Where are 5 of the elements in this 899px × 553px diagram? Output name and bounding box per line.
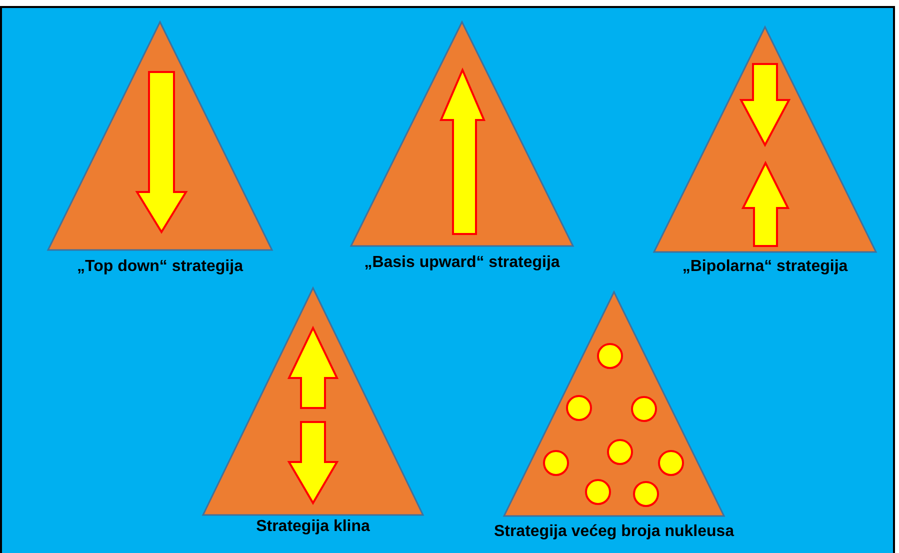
- triangle-label: „Basis upward“ strategija: [364, 254, 560, 271]
- triangle-label: „Bipolarna“ strategija: [682, 258, 848, 275]
- triangle-label: Strategija većeg broja nukleusa: [494, 523, 734, 540]
- triangle-label: Strategija klina: [256, 518, 370, 535]
- triangle-label: „Top down“ strategija: [77, 258, 243, 275]
